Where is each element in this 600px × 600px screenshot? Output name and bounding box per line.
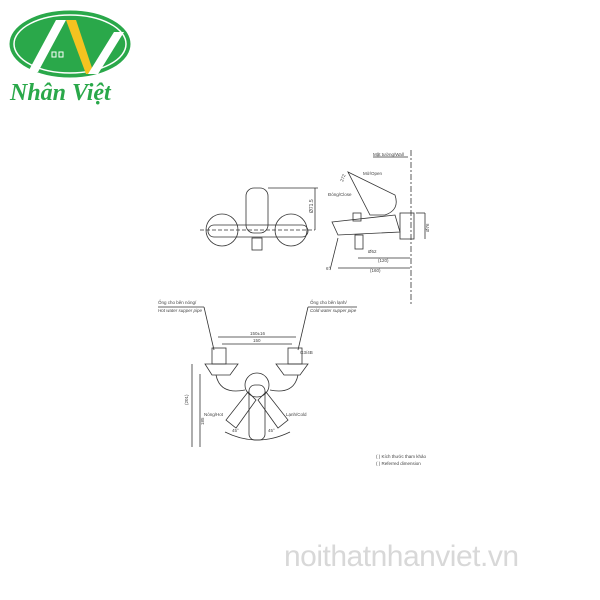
- open-label: Mở/Open: [363, 170, 382, 176]
- brand-name: Nhân Việt: [10, 80, 111, 106]
- dim-height: 185: [200, 417, 205, 425]
- side-view: Mặt tường/Wall Mở/Open Đóng/Close 272 Ø7…: [326, 150, 430, 305]
- dim-centers-range: 150±16: [250, 331, 265, 336]
- front-top-view: Ø71.5: [200, 187, 318, 251]
- dim-depth-160: (160): [370, 268, 381, 273]
- angle-hot: 45°: [232, 428, 239, 433]
- dim-flange: Ø76: [425, 223, 430, 232]
- wall-label: Mặt tường/Wall: [373, 152, 404, 157]
- dim-handle: 272: [339, 173, 346, 182]
- dim-depth-120: (120): [378, 258, 389, 263]
- angle-cold: 45°: [268, 428, 275, 433]
- hot-pipe-label-en: Hot water supper pipe: [158, 308, 203, 313]
- dim-thread: G3/4B: [300, 350, 313, 355]
- hot-pipe-label-vi: Ống cho bên nóng/: [158, 299, 197, 305]
- dim-height-top: Ø71.5: [309, 199, 315, 213]
- legend-en: ( ) Referred dimension: [376, 461, 421, 466]
- legend-vi: ( ) Kích thước tham khảo: [376, 454, 426, 459]
- brand-logo: [9, 10, 131, 78]
- hot-label: Nóng/Hot: [204, 412, 224, 417]
- dim-total-height: (201): [184, 394, 189, 405]
- dim-outlet: Ø52: [368, 249, 377, 254]
- cold-pipe-label-en: Cold water supper pipe: [310, 308, 357, 313]
- watermark: noithatnhanviet.vn: [284, 540, 519, 573]
- legend: ( ) Kích thước tham khảo ( ) Referred di…: [376, 454, 426, 466]
- front-view: Ống cho bên nóng/ Hot water supper pipe …: [158, 299, 357, 447]
- close-label: Đóng/Close: [328, 192, 352, 197]
- dim-angle: 6°: [326, 266, 331, 271]
- cold-pipe-label-vi: Ống cho bên lạnh/: [310, 299, 348, 305]
- dim-centers: 150: [253, 338, 261, 343]
- cold-label: Lạnh/Cold: [286, 412, 307, 417]
